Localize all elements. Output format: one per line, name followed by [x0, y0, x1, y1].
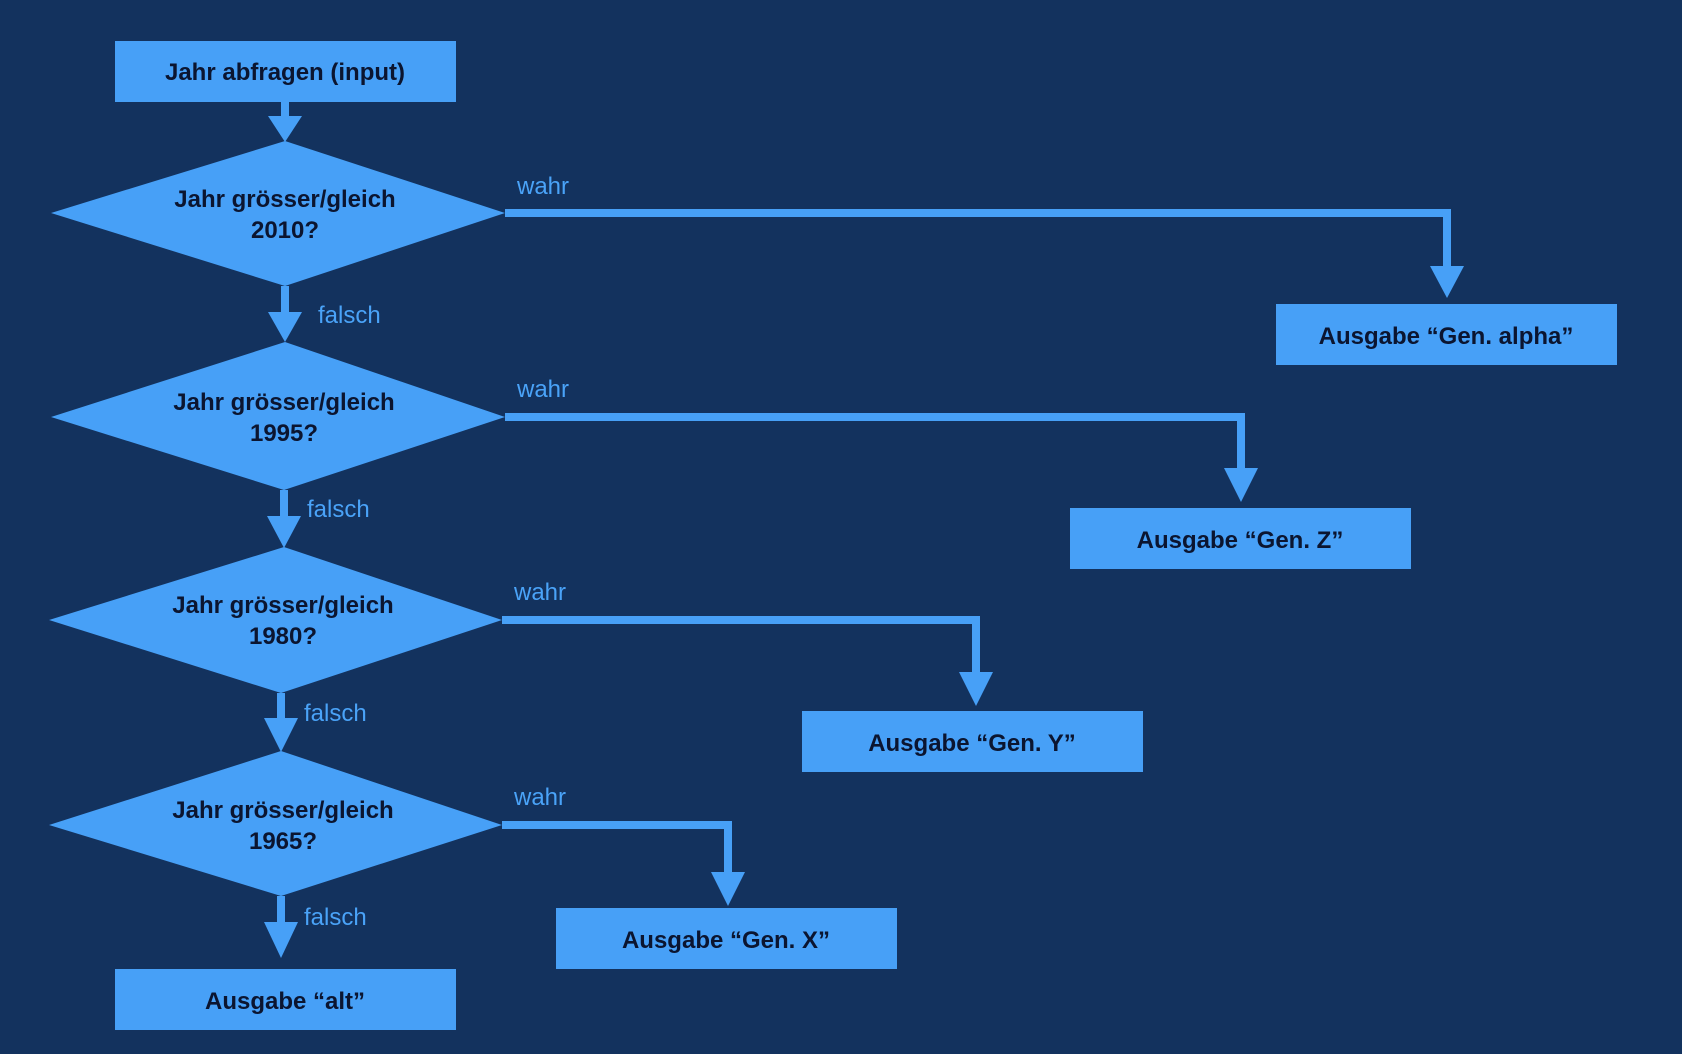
decision-2010-line2: 2010? [251, 217, 319, 244]
output-gen-alpha: Ausgabe “Gen. alpha” [1276, 304, 1617, 365]
decision-1995-line2: 1995? [250, 420, 318, 447]
edge-1995-true [505, 413, 1245, 472]
edge-label-1965-true: wahr [513, 784, 566, 811]
output-alt: Ausgabe “alt” [115, 969, 456, 1030]
arrow-1995-false [267, 516, 301, 548]
start-node: Jahr abfragen (input) [115, 41, 456, 102]
edge-label-1965-false: falsch [304, 904, 367, 931]
decision-1965: Jahr grösser/gleich 1965? [49, 751, 502, 896]
decision-1995: Jahr grösser/gleich 1995? [51, 342, 505, 490]
arrow-start-to-2010 [268, 116, 302, 142]
output-gen-y: Ausgabe “Gen. Y” [802, 711, 1143, 772]
arrow-2010-false [268, 312, 302, 342]
output-gen-z-label: Ausgabe “Gen. Z” [1137, 527, 1344, 554]
output-gen-y-box [802, 711, 1143, 772]
decision-2010-line1: Jahr grösser/gleich [174, 186, 395, 213]
decision-1980: Jahr grösser/gleich 1980? [49, 547, 502, 693]
output-gen-alpha-box [1276, 304, 1617, 365]
output-gen-z-box [1070, 508, 1411, 569]
decision-1995-diamond [51, 342, 505, 490]
start-label: Jahr abfragen (input) [165, 59, 405, 86]
arrow-1965-true [711, 872, 745, 906]
decision-1995-line1: Jahr grösser/gleich [173, 389, 394, 416]
arrow-1965-false [264, 922, 298, 958]
edge-label-1980-false: falsch [304, 700, 367, 727]
edge-2010-true [505, 209, 1451, 270]
edge-1980-true [502, 616, 980, 676]
edge-labels: wahr falsch wahr falsch wahr falsch wahr… [304, 173, 569, 931]
output-gen-x: Ausgabe “Gen. X” [556, 908, 897, 969]
edge-1965-true [502, 821, 732, 876]
decision-1980-line1: Jahr grösser/gleich [172, 592, 393, 619]
output-alt-box [115, 969, 456, 1030]
arrow-1980-false [264, 718, 298, 752]
arrow-1980-true [959, 672, 993, 706]
output-alt-label: Ausgabe “alt” [205, 988, 365, 1015]
decision-1965-diamond [49, 751, 502, 896]
output-gen-z: Ausgabe “Gen. Z” [1070, 508, 1411, 569]
edge-label-1980-true: wahr [513, 579, 566, 606]
edge-label-2010-false: falsch [318, 302, 381, 329]
decision-2010-diamond [51, 141, 505, 286]
output-gen-alpha-label: Ausgabe “Gen. alpha” [1319, 323, 1574, 350]
output-gen-y-label: Ausgabe “Gen. Y” [868, 730, 1076, 757]
decision-1980-line2: 1980? [249, 623, 317, 650]
output-gen-x-box [556, 908, 897, 969]
decision-2010: Jahr grösser/gleich 2010? [51, 141, 505, 286]
connectors [264, 101, 1464, 958]
arrow-2010-true [1430, 266, 1464, 298]
edge-label-1995-false: falsch [307, 496, 370, 523]
edge-label-1995-true: wahr [516, 376, 569, 403]
decision-1965-line2: 1965? [249, 828, 317, 855]
edge-label-2010-true: wahr [516, 173, 569, 200]
decision-1980-diamond [49, 547, 502, 693]
start-box [115, 41, 456, 102]
decision-1965-line1: Jahr grösser/gleich [172, 797, 393, 824]
arrow-1995-true [1224, 468, 1258, 502]
output-gen-x-label: Ausgabe “Gen. X” [622, 927, 830, 954]
